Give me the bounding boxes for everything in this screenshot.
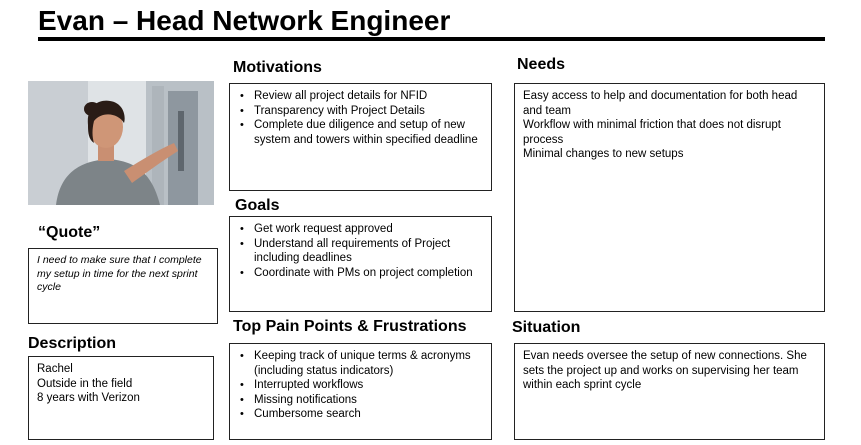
- pain-point-item: Cumbersome search: [240, 407, 483, 422]
- needs-line: Workflow with minimal friction that does…: [523, 119, 781, 146]
- pain-point-item: Interrupted workflows: [240, 378, 483, 393]
- motivations-list: Review all project details for NFID Tran…: [238, 89, 483, 147]
- description-line: Outside in the field: [37, 377, 133, 390]
- motivations-heading: Motivations: [233, 59, 322, 76]
- goal-item: Get work request approved: [240, 222, 483, 237]
- pain-point-item: Keeping track of unique terms & acronyms…: [240, 349, 483, 378]
- goal-item: Coordinate with PMs on project completio…: [240, 266, 483, 281]
- motivation-item: Complete due diligence and setup of new …: [240, 118, 483, 147]
- needs-line: Minimal changes to new setups: [523, 148, 684, 160]
- needs-box: Easy access to help and documentation fo…: [514, 83, 825, 312]
- persona-photo-illustration: [28, 81, 214, 205]
- pain-points-box: Keeping track of unique terms & acronyms…: [229, 343, 492, 440]
- description-box: Rachel Outside in the field 8 years with…: [28, 356, 214, 440]
- description-heading: Description: [28, 335, 117, 352]
- pain-point-item: Missing notifications: [240, 393, 483, 408]
- motivation-item: Review all project details for NFID: [240, 89, 483, 104]
- quote-box: I need to make sure that I complete my s…: [28, 248, 218, 324]
- situation-box: Evan needs oversee the setup of new conn…: [514, 343, 825, 440]
- situation-text: Evan needs oversee the setup of new conn…: [523, 350, 807, 391]
- situation-heading: Situation: [512, 319, 581, 336]
- quote-text: I need to make sure that I complete my s…: [37, 254, 202, 293]
- description-line: 8 years with Verizon: [37, 392, 140, 404]
- goals-box: Get work request approved Understand all…: [229, 216, 492, 312]
- goal-item: Understand all requirements of Project i…: [240, 237, 483, 266]
- title-divider: [38, 37, 825, 41]
- description-line: Rachel: [37, 363, 73, 375]
- motivations-box: Review all project details for NFID Tran…: [229, 83, 492, 191]
- quote-heading: “Quote”: [38, 224, 101, 241]
- goals-heading: Goals: [235, 197, 280, 214]
- goals-list: Get work request approved Understand all…: [238, 222, 483, 280]
- motivation-item: Transparency with Project Details: [240, 104, 483, 119]
- pain-points-heading: Top Pain Points & Frustrations: [233, 318, 467, 335]
- page-title: Evan – Head Network Engineer: [38, 5, 451, 36]
- needs-heading: Needs: [517, 56, 566, 73]
- pain-points-list: Keeping track of unique terms & acronyms…: [238, 349, 483, 422]
- persona-photo: [28, 81, 214, 205]
- needs-line: Easy access to help and documentation fo…: [523, 90, 798, 117]
